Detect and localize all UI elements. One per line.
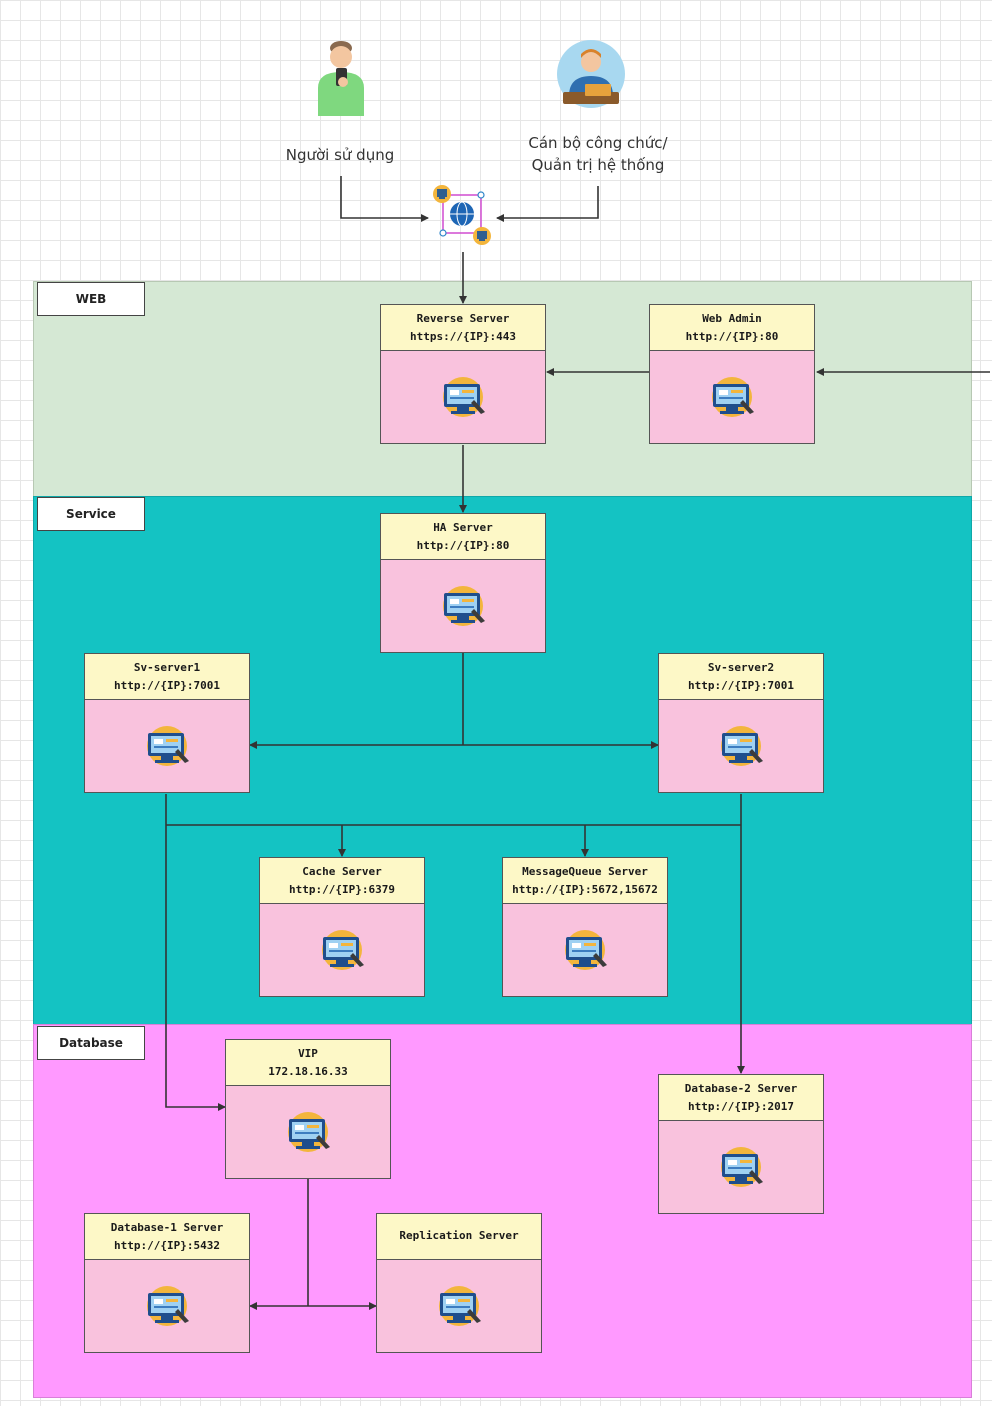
- replication-server-name: Replication Server: [399, 1229, 519, 1242]
- database1-server-name: Database-1 Server: [110, 1221, 224, 1234]
- admin-actor-label-line1: Cán bộ công chức/: [528, 134, 668, 152]
- web-admin-header: Web Admin http://{IP}:80: [650, 305, 814, 351]
- admin-at-laptop-icon: [557, 40, 625, 108]
- sv-server1-header: Sv-server1 http://{IP}:7001: [85, 654, 249, 700]
- reverse-server-header: Reverse Server https://{IP}:443: [381, 305, 545, 351]
- sv-server2-header: Sv-server2 http://{IP}:7001: [659, 654, 823, 700]
- database1-server-header: Database-1 Server http://{IP}:5432: [85, 1214, 249, 1260]
- messagequeue-server-header: MessageQueue Server http://{IP}:5672,156…: [503, 858, 667, 904]
- admin-actor-label: Cán bộ công chức/ Quản trị hệ thống: [500, 132, 696, 176]
- database1-server-address: http://{IP}:5432: [114, 1239, 220, 1252]
- database1-server-node: Database-1 Server http://{IP}:5432: [84, 1213, 250, 1353]
- ha-server-node: HA Server http://{IP}:80: [380, 513, 546, 653]
- database2-server-address: http://{IP}:2017: [688, 1100, 794, 1113]
- server-monitor-icon: [322, 930, 364, 970]
- reverse-server-name: Reverse Server: [416, 312, 510, 325]
- vip-name: VIP: [298, 1047, 318, 1060]
- server-monitor-icon: [721, 726, 763, 766]
- cache-server-address: http://{IP}:6379: [289, 883, 395, 896]
- server-monitor-icon: [147, 726, 189, 766]
- cache-server-node: Cache Server http://{IP}:6379: [259, 857, 425, 997]
- admin-to-network-connector: [496, 186, 599, 222]
- sv-server2-address: http://{IP}:7001: [688, 679, 794, 692]
- server-monitor-icon: [439, 1286, 481, 1326]
- server-monitor-icon: [721, 1147, 763, 1187]
- server-monitor-icon: [147, 1286, 189, 1326]
- cache-server-header: Cache Server http://{IP}:6379: [260, 858, 424, 904]
- web-zone-label: WEB: [37, 282, 145, 316]
- server-monitor-icon: [443, 586, 485, 626]
- service-zone-label: Service: [37, 497, 145, 531]
- user-actor-label: Người sử dụng: [285, 146, 395, 164]
- database2-server-header: Database-2 Server http://{IP}:2017: [659, 1075, 823, 1121]
- vip-node: VIP 172.18.16.33: [225, 1039, 391, 1179]
- replication-server-header: Replication Server: [377, 1214, 541, 1260]
- ha-server-name: HA Server: [433, 521, 493, 534]
- messagequeue-server-node: MessageQueue Server http://{IP}:5672,156…: [502, 857, 668, 997]
- sv-server1-name: Sv-server1: [133, 661, 201, 674]
- database2-server-name: Database-2 Server: [684, 1082, 798, 1095]
- sv1-down-connector: [165, 794, 226, 1111]
- cache-server-name: Cache Server: [302, 865, 382, 878]
- server-monitor-icon: [712, 377, 754, 417]
- network-globe-icon: [433, 185, 491, 245]
- web-admin-address: http://{IP}:80: [685, 330, 779, 343]
- sv-server2-node: Sv-server2 http://{IP}:7001: [658, 653, 824, 793]
- messagequeue-server-name: MessageQueue Server: [522, 865, 648, 878]
- server-monitor-icon: [288, 1112, 330, 1152]
- reverse-server-address: https://{IP}:443: [410, 330, 516, 343]
- database-zone-label: Database: [37, 1026, 145, 1060]
- sv-server2-name: Sv-server2: [707, 661, 775, 674]
- ha-server-address: http://{IP}:80: [416, 539, 510, 552]
- vip-address: 172.18.16.33: [268, 1065, 348, 1078]
- web-admin-node: Web Admin http://{IP}:80: [649, 304, 815, 444]
- server-monitor-icon: [443, 377, 485, 417]
- ha-server-header: HA Server http://{IP}:80: [381, 514, 545, 560]
- user-to-network-connector: [340, 176, 429, 222]
- admin-actor-label-line2: Quản trị hệ thống: [531, 156, 665, 174]
- reverse-server-node: Reverse Server https://{IP}:443: [380, 304, 546, 444]
- server-monitor-icon: [565, 930, 607, 970]
- replication-server-node: Replication Server: [376, 1213, 542, 1353]
- database2-server-node: Database-2 Server http://{IP}:2017: [658, 1074, 824, 1214]
- sv-server1-node: Sv-server1 http://{IP}:7001: [84, 653, 250, 793]
- vip-header: VIP 172.18.16.33: [226, 1040, 390, 1086]
- user-with-phone-icon: [318, 41, 364, 116]
- sv-server1-address: http://{IP}:7001: [114, 679, 220, 692]
- messagequeue-server-address: http://{IP}:5672,15672: [512, 883, 658, 896]
- web-admin-name: Web Admin: [702, 312, 762, 325]
